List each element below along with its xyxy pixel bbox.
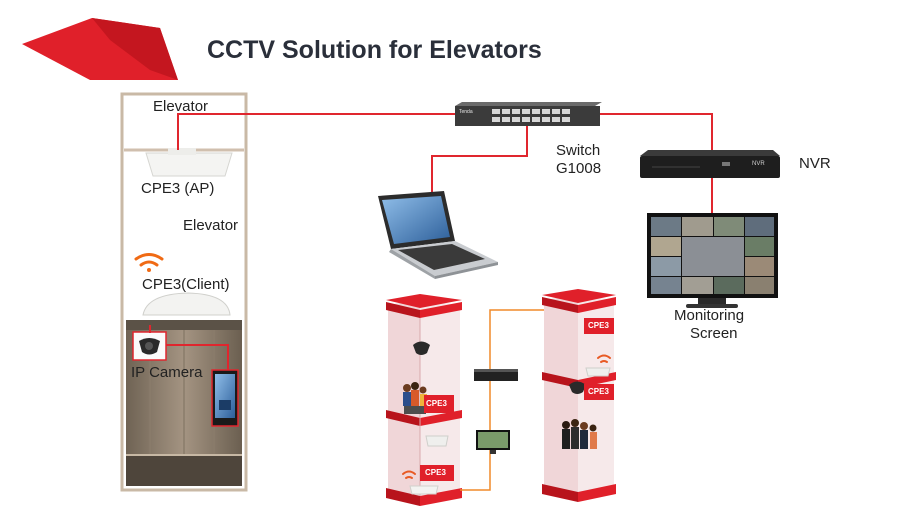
- page-title: CCTV Solution for Elevators: [207, 36, 542, 64]
- monitoring-label-line2: Screen: [690, 325, 738, 342]
- right-shaft-cpe-lower-device: [584, 384, 614, 400]
- mini-monitor-icon: [476, 430, 510, 454]
- switch-label-line1: Switch: [556, 142, 601, 159]
- nvr-label: NVR: [799, 155, 831, 172]
- switch-to-nvr-cable: [600, 113, 713, 150]
- elevator-mid-label: Elevator: [183, 217, 239, 234]
- right-shaft-client-device: [585, 367, 611, 377]
- shaft-link-cable: [460, 309, 545, 491]
- people-icon: [403, 382, 427, 414]
- cabin-cable-screen: [166, 344, 229, 370]
- left-shaft-wifi-icon: [402, 470, 416, 479]
- right-shaft-cpe-upper-label: CPE3: [588, 321, 609, 330]
- switch-brand-label: Tenda: [459, 109, 473, 115]
- title-banner-shape: [22, 18, 178, 80]
- switch-icon: [455, 102, 602, 126]
- monitor-icon: [647, 213, 778, 308]
- left-shaft-cpe-upper-label: CPE3: [426, 399, 447, 408]
- left-shaft-camera-icon: [413, 341, 430, 355]
- mini-nvr-icon: [474, 369, 518, 381]
- left-shaft-client-device: [425, 435, 449, 447]
- laptop-icon: [378, 191, 498, 279]
- camera-icon: [132, 331, 167, 361]
- cpe3-ap-device: [145, 148, 233, 177]
- nvr-badge-label: NVR: [752, 161, 765, 167]
- cpe3-client-label: CPE3(Client): [142, 276, 230, 293]
- switch-to-laptop-cable: [431, 126, 528, 195]
- right-shaft-cpe-lower-label: CPE3: [588, 387, 609, 396]
- ip-camera-label: IP Camera: [131, 364, 203, 381]
- nvr-icon: [640, 150, 780, 178]
- left-shaft-cpe-upper-device: [424, 395, 454, 413]
- right-shaft-wifi-icon: [597, 354, 611, 363]
- right-shaft-camera-icon: [569, 381, 586, 394]
- cpe3-client-device: [142, 292, 231, 316]
- monitoring-label-line1: Monitoring: [674, 307, 745, 324]
- right-shaft-cpe-upper-device: [584, 318, 614, 334]
- left-shaft-cpe-lower-device: [409, 465, 454, 495]
- elevator-top-label: Elevator: [153, 98, 209, 115]
- left-shaft-cpe-lower-label: CPE3: [425, 468, 446, 477]
- cabin-display-screen: [211, 369, 239, 427]
- wifi-icon: [134, 253, 164, 272]
- switch-label-line2: G1008: [556, 160, 602, 177]
- ap-to-switch-cable: [177, 113, 455, 150]
- right-shaft-people-icon: [562, 419, 597, 449]
- cpe3-ap-label: CPE3 (AP): [141, 180, 215, 197]
